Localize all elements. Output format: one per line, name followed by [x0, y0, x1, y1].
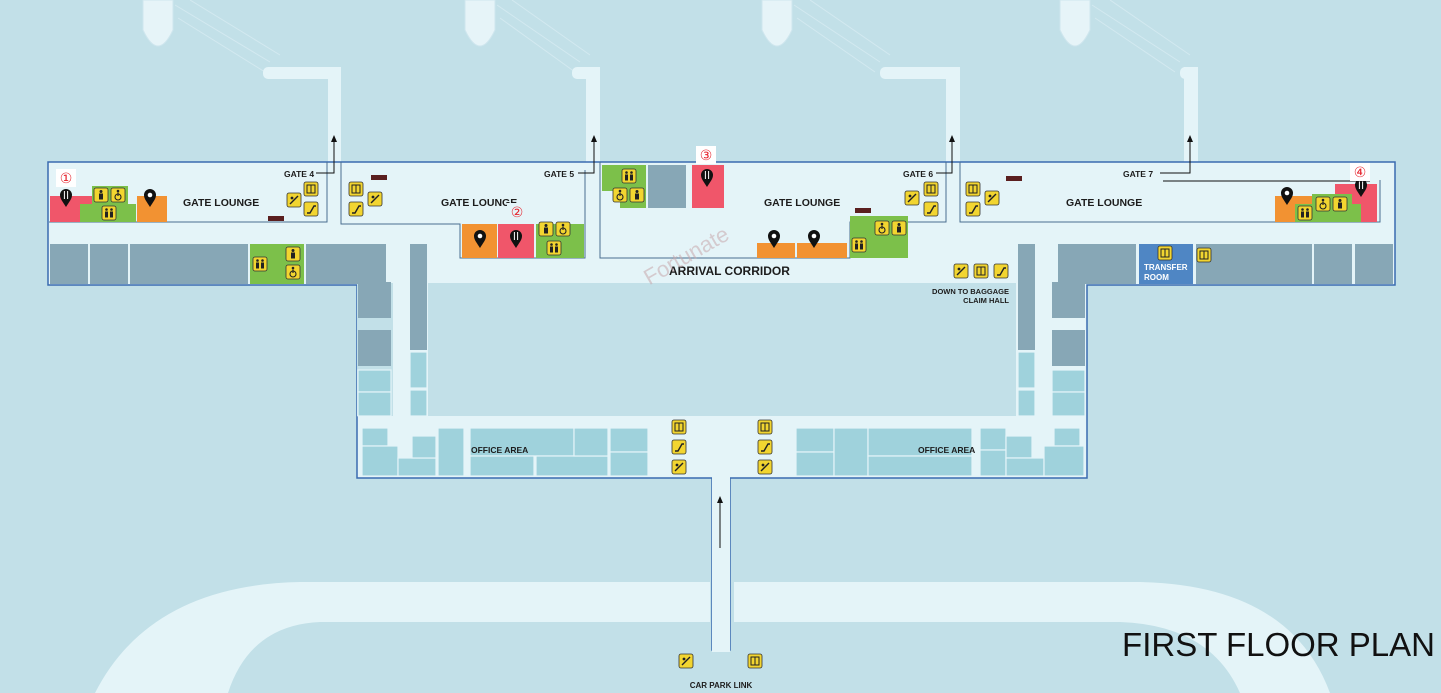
aircraft-1 — [142, 0, 174, 47]
elevator-icon — [671, 419, 687, 435]
office-area-right-label: OFFICE AREA — [918, 445, 975, 455]
gray-blocks — [50, 165, 1393, 366]
gate-6-label: GATE 6 — [903, 169, 933, 179]
family-room-icon — [285, 246, 301, 262]
family-room-icon — [1332, 196, 1348, 212]
escalator-icon — [923, 201, 939, 217]
aircraft-group — [142, 0, 1091, 47]
ramp-icon — [984, 190, 1000, 206]
office-rooms — [357, 351, 1086, 477]
family-room-icon — [891, 220, 907, 236]
escalator-icon — [671, 439, 687, 455]
restroom-icon — [252, 256, 268, 272]
marker-2: ② — [511, 205, 524, 221]
restroom-icon — [546, 240, 562, 256]
accessible-icon — [1315, 196, 1331, 212]
lounge-walls — [49, 162, 1381, 259]
aircraft-3 — [761, 0, 793, 47]
gate-lounge-5-label: GATE LOUNGE — [441, 197, 517, 209]
elevator-icon — [348, 181, 364, 197]
elevator-icon — [923, 181, 939, 197]
family-room-icon — [93, 187, 109, 203]
gate-lounge-4-label: GATE LOUNGE — [183, 197, 259, 209]
ramp-icon — [671, 459, 687, 475]
aircraft-2 — [464, 0, 496, 47]
escalator-icon — [303, 201, 319, 217]
numbered-markers: ① ② ③ ④ — [56, 146, 1370, 221]
gate-lounge-7-label: GATE LOUNGE — [1066, 197, 1142, 209]
ramp-icon — [367, 191, 383, 207]
ramp-icon — [678, 653, 694, 669]
gate-arrow-heads — [331, 135, 1193, 142]
wing-lines — [174, 0, 1191, 73]
info-desks — [268, 175, 1022, 221]
family-room-icon — [629, 187, 645, 203]
ramp-icon — [953, 263, 969, 279]
escalator-icon — [348, 201, 364, 217]
office-area-left-label: OFFICE AREA — [471, 445, 528, 455]
aircraft-4 — [1059, 0, 1091, 47]
escalator-icon — [757, 439, 773, 455]
escalator-icon — [286, 192, 302, 208]
elevator-icon — [973, 263, 989, 279]
escalator-icon — [965, 201, 981, 217]
restroom-icon — [621, 168, 637, 184]
car-park-link-label: CAR PARK LINK — [690, 681, 753, 690]
gate-lounge-6-label: GATE LOUNGE — [764, 197, 840, 209]
road-curve — [95, 582, 1330, 693]
marker-3: ③ — [700, 148, 713, 164]
charging-icon — [1157, 245, 1173, 261]
accessible-icon — [110, 187, 126, 203]
accessible-icon — [612, 187, 628, 203]
restroom-icon — [101, 205, 117, 221]
ramp-icon — [904, 190, 920, 206]
accessible-icon — [555, 221, 571, 237]
gate-7-label: GATE 7 — [1123, 169, 1153, 179]
family-room-icon — [538, 221, 554, 237]
page-title: FIRST FLOOR PLAN — [1122, 626, 1435, 663]
elevator-icon — [965, 181, 981, 197]
transfer-room-label-1: TRANSFER — [1144, 263, 1188, 272]
marker-4: ④ — [1354, 165, 1367, 181]
gate-4-label: GATE 4 — [284, 169, 314, 179]
gate-5-label: GATE 5 — [544, 169, 574, 179]
ramp-icon — [757, 459, 773, 475]
escalator-icon — [993, 263, 1009, 279]
gate-arrows — [316, 140, 1370, 182]
accessible-icon — [285, 264, 301, 280]
car-park-corridor — [712, 476, 730, 652]
elevator-icon — [747, 653, 763, 669]
marker-1: ① — [60, 171, 73, 187]
courtyard — [428, 283, 1016, 416]
restroom-icon — [1297, 205, 1313, 221]
accessible-icon — [874, 220, 890, 236]
baggage-label-1: DOWN TO BAGGAGE — [932, 287, 1009, 296]
elevator-icon — [303, 181, 319, 197]
arrival-corridor-label: ARRIVAL CORRIDOR — [669, 264, 790, 278]
baggage-label-2: CLAIM HALL — [963, 296, 1009, 305]
elevator-icon — [757, 419, 773, 435]
transfer-room-label-2: ROOM — [1144, 273, 1169, 282]
jet-bridges — [263, 67, 1198, 165]
restroom-icon — [851, 237, 867, 253]
elevator-icon — [1196, 247, 1212, 263]
